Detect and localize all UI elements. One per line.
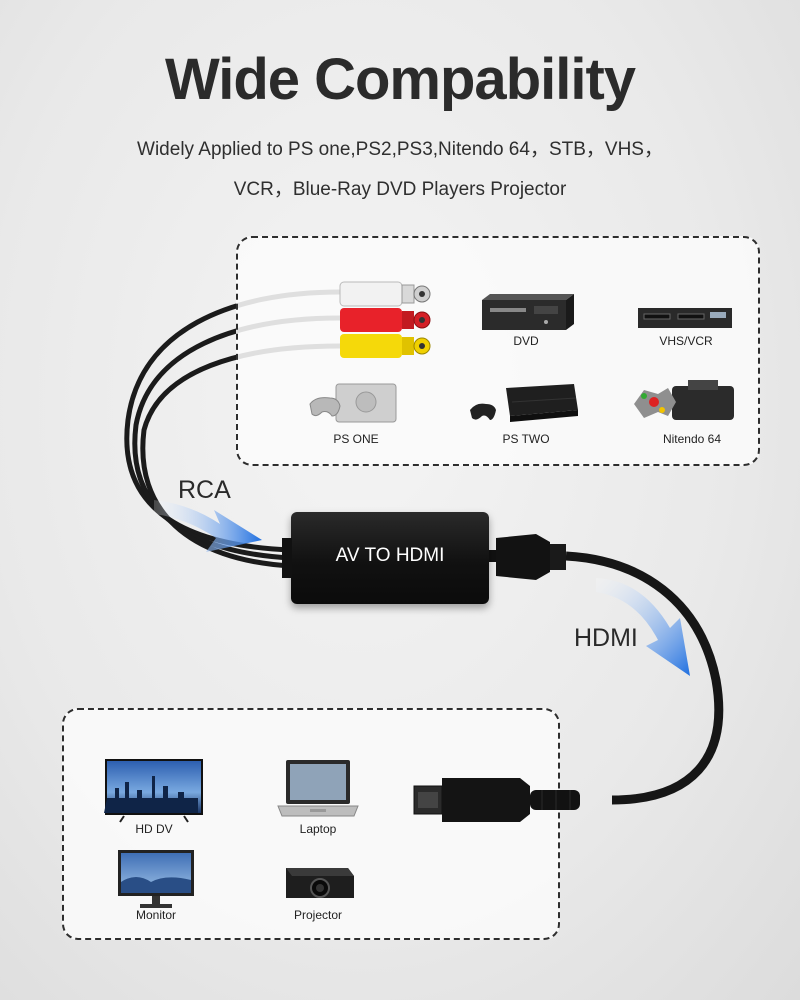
- subtitle-line-2: VCR，Blue-Ray DVD Players Projector: [233, 179, 567, 200]
- hd-tv-icon: [104, 759, 203, 823]
- av-to-hdmi-adapter: [291, 512, 489, 604]
- source-devices-panel: [236, 236, 760, 466]
- adapter-label: AV TO HDMI: [335, 545, 445, 566]
- projector-icon: [286, 868, 354, 898]
- rca-plug-red: [340, 308, 431, 332]
- vhs-vcr-label: VHS/VCR: [659, 334, 713, 348]
- monitor-label: Monitor: [135, 908, 176, 922]
- rca-plug-yellow: [340, 334, 431, 358]
- subtitle-line-1: Widely Applied to PS one,PS2,PS3,Nitendo…: [137, 139, 663, 160]
- hdmi-label: HDMI: [574, 624, 638, 652]
- ps-one-icon: [309, 383, 397, 423]
- hdmi-cable: [565, 551, 724, 805]
- dvd-player-icon: [482, 294, 574, 330]
- rca-plug-white: [339, 281, 431, 307]
- laptop-label: Laptop: [299, 822, 337, 836]
- ps-two-icon: [470, 384, 578, 422]
- monitor-icon: [118, 850, 194, 908]
- dvd-label: DVD: [513, 334, 539, 348]
- ps-two-label: PS TWO: [502, 432, 550, 446]
- rca-label: RCA: [178, 476, 231, 504]
- display-devices-panel: [62, 708, 560, 940]
- rca-plugs: [339, 281, 431, 358]
- ps-one-label: PS ONE: [333, 432, 379, 446]
- laptop-icon: [277, 760, 359, 817]
- hdmi-arrow-icon: [596, 578, 690, 676]
- adapter-input-port: [282, 538, 292, 578]
- hdmi-plug-bottom-icon: [413, 778, 580, 822]
- projector-label: Projector: [293, 908, 343, 922]
- hd-dv-label: HD DV: [135, 822, 173, 836]
- nintendo-64-label: Nitendo 64: [662, 432, 722, 446]
- rca-arrow-icon: [154, 500, 262, 552]
- page-title: Wide Compability: [164, 47, 636, 112]
- nintendo-64-icon: [634, 380, 734, 420]
- vhs-vcr-icon: [638, 308, 732, 328]
- hdmi-connector-top-icon: [496, 534, 566, 580]
